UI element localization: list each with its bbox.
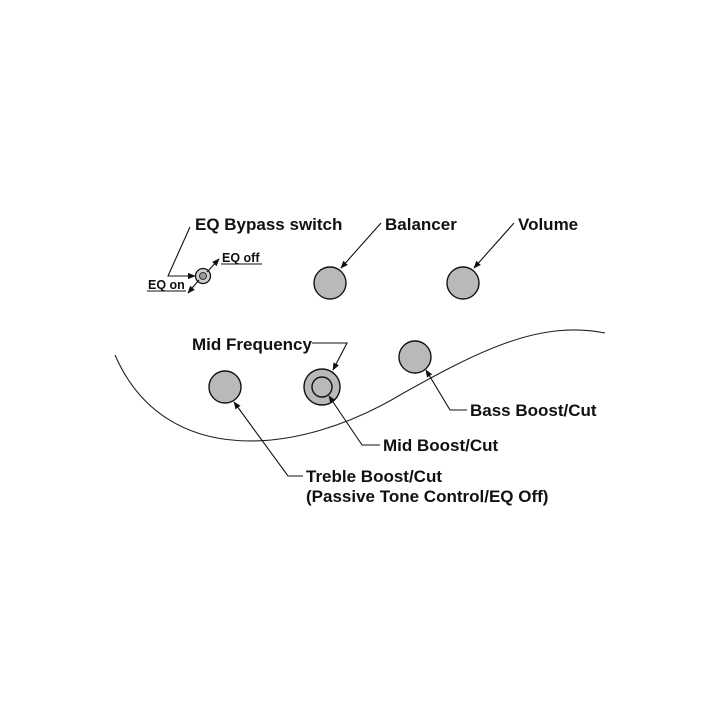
bass-boost-cut-knob[interactable] <box>398 340 432 374</box>
mid-frequency-label: Mid Frequency <box>192 335 313 354</box>
bass-boost-cut-label: Bass Boost/Cut <box>470 401 597 420</box>
volume-label: Volume <box>518 215 578 234</box>
eq-bypass-switch-center <box>199 272 207 280</box>
treble-boost-cut-leader <box>233 401 303 477</box>
volume-leader <box>473 222 515 269</box>
balancer-label: Balancer <box>385 215 457 234</box>
treble-boost-cut-group: Treble Boost/Cut (Passive Tone Control/E… <box>208 370 548 506</box>
treble-boost-cut-knob[interactable] <box>208 370 242 404</box>
eq-off-arrow <box>206 258 220 273</box>
eq-on-label: EQ on <box>148 278 185 292</box>
mid-boost-cut-label: Mid Boost/Cut <box>383 436 499 455</box>
body-outline-curve <box>114 329 606 442</box>
balancer-group: Balancer <box>313 215 457 300</box>
mid-boost-cut-knob[interactable] <box>311 376 333 398</box>
eq-bypass-switch-label: EQ Bypass switch <box>195 215 342 234</box>
eq-bypass-leader <box>167 226 196 280</box>
eq-off-label: EQ off <box>222 251 260 265</box>
bass-boost-cut-leader <box>425 369 467 411</box>
mid-boost-cut-leader <box>328 395 380 446</box>
mid-knob-group: Mid Frequency Mid Boost/Cut <box>192 335 499 455</box>
balancer-leader <box>340 222 382 269</box>
eq-on-arrow <box>187 279 200 294</box>
balancer-knob[interactable] <box>313 266 347 300</box>
volume-group: Volume <box>446 215 578 300</box>
treble-boost-cut-label-line1: Treble Boost/Cut <box>306 467 442 486</box>
eq-bypass-switch-group: EQ Bypass switch EQ off EQ on <box>147 215 342 294</box>
volume-knob[interactable] <box>446 266 480 300</box>
treble-boost-cut-label-line2: (Passive Tone Control/EQ Off) <box>306 487 548 506</box>
mid-frequency-leader <box>312 342 348 371</box>
bass-boost-cut-group: Bass Boost/Cut <box>398 340 597 420</box>
